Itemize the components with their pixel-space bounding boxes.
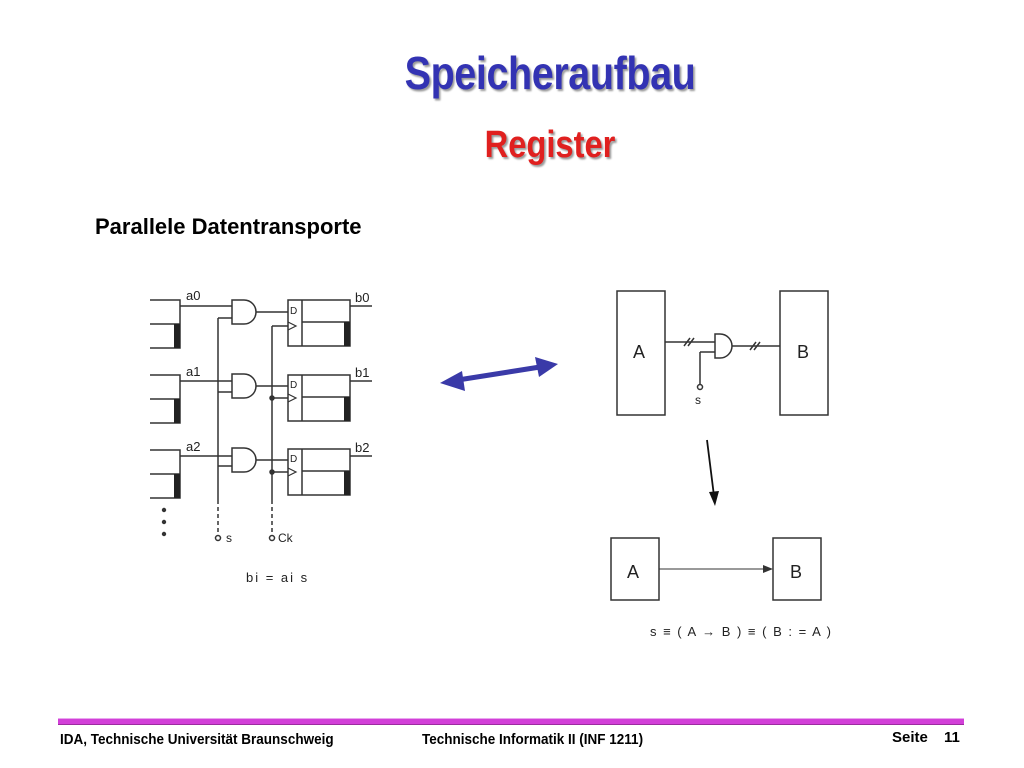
d-flipflop-0 <box>287 299 351 347</box>
double-arrow-icon <box>440 357 558 391</box>
source-register-2 <box>150 449 181 499</box>
down-arrow-icon <box>706 439 719 506</box>
ellipsis-dots <box>161 507 167 537</box>
footer-page-number: 11 <box>944 729 960 746</box>
and-gate-1 <box>231 373 257 399</box>
d-flipflop-2 <box>287 448 351 496</box>
register-a-block <box>616 290 666 416</box>
block-and-gate <box>714 333 733 359</box>
footer-institution: IDA, Technische Universität Braunschweig <box>60 731 334 748</box>
output-label-b2: b2 <box>355 440 369 455</box>
block-transfer <box>616 290 829 416</box>
input-label-a1: a1 <box>186 364 200 379</box>
transfer-arrowhead-icon <box>763 565 773 573</box>
clock-label: Ck <box>278 531 294 545</box>
select-label: s <box>226 531 232 545</box>
simplified-transfer <box>610 537 822 601</box>
simple-b-label: B <box>790 562 802 582</box>
and-gate-0 <box>231 299 257 325</box>
footer-divider <box>58 718 964 725</box>
register-b-block <box>779 290 829 416</box>
input-label-a2: a2 <box>186 439 200 454</box>
slide-subtitle: Register <box>484 124 616 166</box>
d-flipflop-1 <box>287 374 351 422</box>
transfer-equation: s ≡ ( A → B ) ≡ ( B : = A ) <box>650 624 832 639</box>
parallel-circuit <box>150 299 372 542</box>
source-register-1 <box>150 374 181 424</box>
source-register-0 <box>150 299 181 349</box>
block-a-label: A <box>633 342 645 362</box>
output-label-b1: b1 <box>355 365 369 380</box>
ff-label-d0: D <box>290 306 297 317</box>
footer-course: Technische Informatik II (INF 1211) <box>422 731 644 748</box>
block-select-label: s <box>695 393 701 407</box>
simple-a-label: A <box>627 562 639 582</box>
section-heading: Parallele Datentransporte <box>95 214 362 239</box>
ff-label-d2: D <box>290 454 297 465</box>
output-label-b0: b0 <box>355 290 369 305</box>
slide-title: Speicheraufbau <box>404 47 696 99</box>
circuit-equation: bi = ai s <box>246 570 309 585</box>
footer-page-label: Seite <box>892 729 928 746</box>
input-label-a0: a0 <box>186 288 200 303</box>
block-b-label: B <box>797 342 809 362</box>
ff-label-d1: D <box>290 380 297 391</box>
and-gate-2 <box>231 447 257 473</box>
